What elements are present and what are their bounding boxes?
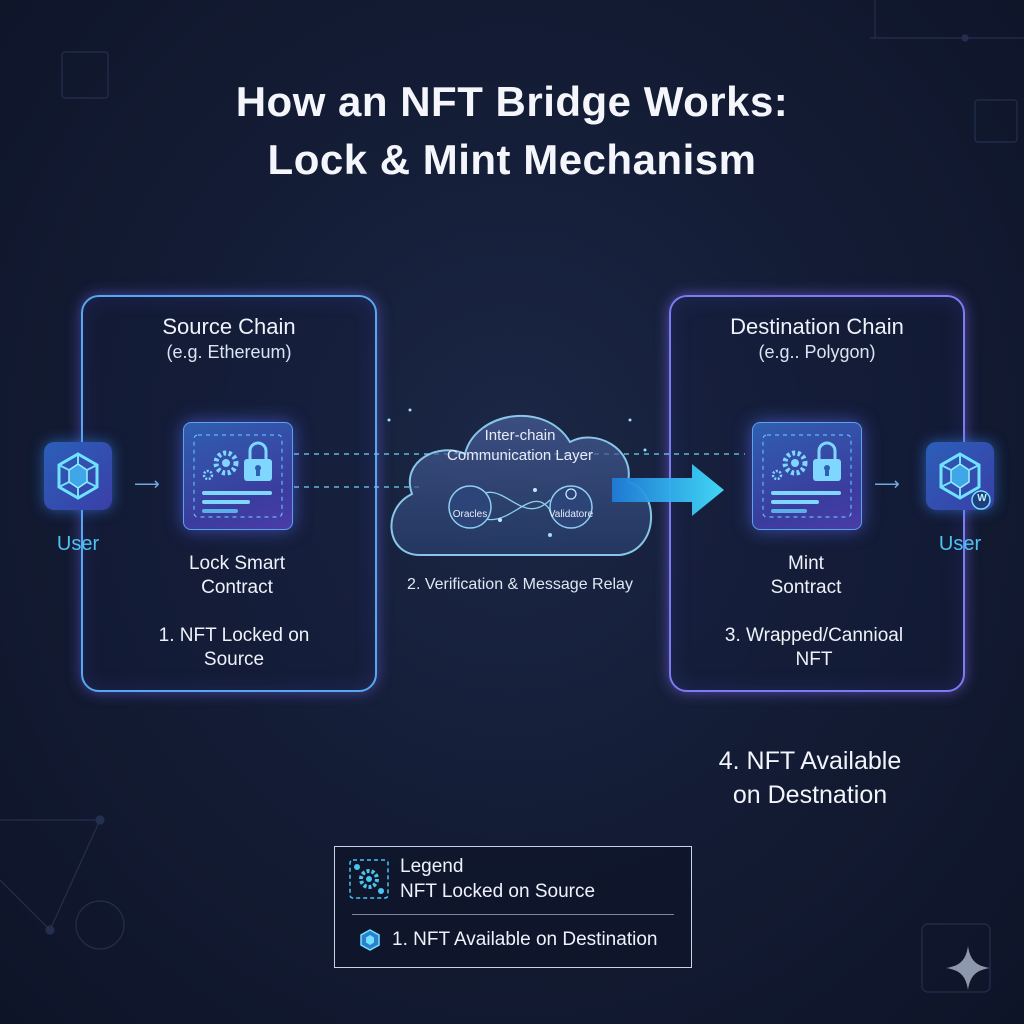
arrow-right-icon: ⟶	[134, 474, 160, 494]
step-1-line1: 1. NFT Locked on	[158, 625, 310, 646]
title-line-2: Lock & Mint Mechanism	[267, 136, 757, 183]
lock-contract-label-line1: Lock Smart	[188, 553, 286, 574]
cloud-title-line1: Inter-chain	[484, 427, 556, 444]
source-chain-title: Source Chain	[162, 314, 296, 339]
legend-item-1: NFT Locked on Source	[400, 881, 596, 902]
page-title: How an NFT Bridge Works: Lock & Mint Mec…	[0, 78, 1024, 184]
user-label-left: User	[56, 533, 100, 555]
step-3-line1: 3. Wrapped/Cannioal	[724, 625, 904, 646]
step-4-line2: on Destnation	[732, 781, 888, 809]
user-label-right: User	[938, 533, 982, 555]
user-wrapped-nft-icon	[926, 442, 994, 510]
mint-contract-label-line1: Mint	[788, 553, 824, 574]
cloud-title: Inter-chain Communication Layer	[420, 426, 620, 466]
lock-contract-icon	[183, 422, 293, 530]
step-1-label: 1. NFT Locked on Source	[131, 624, 337, 672]
destination-chain-title: Destination Chain	[730, 314, 904, 339]
lock-contract-label: Lock Smart Contract	[168, 552, 306, 600]
wrapped-badge: W	[977, 493, 987, 504]
lock-contract-label-line2: Contract	[201, 577, 273, 598]
user-nft-icon	[44, 442, 112, 510]
sparkle-icon	[946, 946, 990, 990]
legend-item-2: 1. NFT Available on Destination	[392, 929, 658, 950]
oracles-label: Oracles	[452, 509, 488, 520]
validators-label: Validatore	[548, 509, 594, 520]
legend-box	[334, 846, 692, 968]
legend-title: Legend	[400, 856, 464, 877]
step-4-line1: 4. NFT Available	[718, 747, 902, 775]
legend-lock-icon	[349, 859, 389, 899]
cloud-title-line2: Communication Layer	[447, 447, 593, 464]
step-3-label: 3. Wrapped/Cannioal NFT	[694, 624, 934, 672]
arrow-right-icon-2: ⟶	[874, 474, 900, 494]
step-2-label: 2. Verification & Message Relay	[407, 576, 633, 593]
mint-contract-label-line2: Sontract	[770, 577, 842, 598]
legend-nft-icon	[360, 929, 380, 951]
legend-divider	[352, 914, 674, 915]
mint-contract-icon	[752, 422, 862, 530]
title-line-1: How an NFT Bridge Works:	[235, 78, 789, 125]
relay-arrow-icon	[612, 464, 724, 516]
step-3-line2: NFT	[795, 649, 833, 670]
source-chain-subtitle: (e.g. Ethereum)	[166, 342, 292, 362]
step-4-label: 4. NFT Available on Destnation	[680, 744, 940, 812]
destination-chain-subtitle: (e.g.. Polygon)	[758, 342, 876, 362]
step-1-line2: Source	[203, 649, 265, 670]
mint-contract-label: Mint Sontract	[737, 552, 875, 600]
interchain-cloud	[387, 408, 652, 556]
